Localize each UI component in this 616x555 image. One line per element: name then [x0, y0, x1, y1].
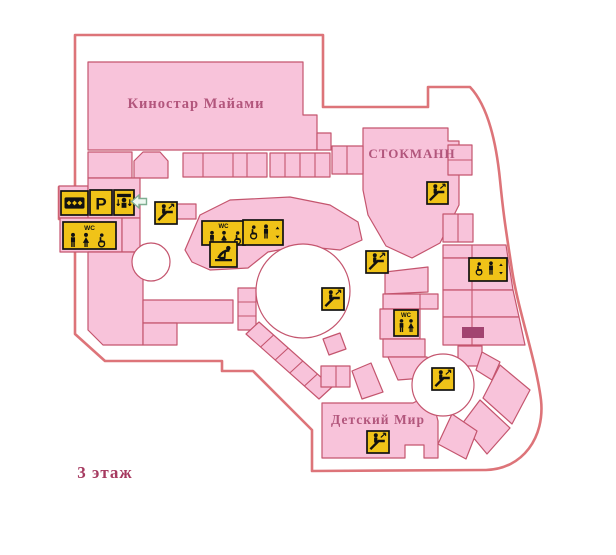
parking-icon: P	[89, 189, 113, 216]
escalator-icon	[426, 181, 449, 205]
escalator-icon	[321, 287, 345, 311]
accessible-elevator-icon	[468, 257, 508, 282]
service-room	[121, 217, 141, 253]
entrance-arrow-icon	[130, 193, 148, 210]
shop-unit	[87, 151, 133, 179]
shop-unit	[382, 338, 426, 358]
cinema-label: Киностар Майами	[128, 96, 265, 112]
shop-unit	[322, 332, 347, 356]
cash-desks-icon	[60, 190, 89, 216]
shop-unit	[316, 132, 332, 151]
wc-icon: WC	[201, 220, 246, 246]
shop-unit	[384, 266, 429, 295]
cinema-area	[87, 61, 318, 151]
map-icons: P WC	[60, 181, 508, 454]
stockmann-label: СТОКМАНН	[368, 146, 455, 161]
wc-icon: WC	[393, 309, 419, 337]
wc-label: WC	[84, 225, 95, 232]
shop-wedge	[437, 413, 478, 460]
parking-label: P	[95, 195, 106, 214]
elevator-icon	[113, 189, 135, 216]
wc-label: WC	[401, 313, 412, 319]
accessible-elevator-icon	[242, 219, 284, 246]
shop-unit	[351, 362, 384, 400]
escalator-icon	[154, 201, 178, 225]
escalator-icon	[431, 367, 455, 391]
escalator-icon	[366, 430, 390, 454]
shop-wedge	[461, 399, 511, 455]
atrium-circle	[255, 243, 351, 339]
mall-outer-boundary	[57, 33, 543, 473]
shop-unit	[175, 203, 197, 220]
wc-icon: WC	[62, 221, 117, 250]
shop-unit	[442, 289, 520, 318]
shop-unit	[142, 322, 178, 346]
small-atrium-circle	[131, 242, 171, 282]
shop-wedge	[482, 364, 531, 425]
baby-changing-icon	[209, 241, 238, 268]
wc-label: WC	[219, 224, 230, 230]
stockmann-area	[362, 127, 460, 259]
shop-stack	[237, 287, 257, 331]
shop-unit	[87, 251, 144, 346]
shop-unit	[142, 299, 234, 324]
detsky-mir-label: Детский Мир	[331, 412, 425, 427]
floor-label: 3 этаж	[77, 463, 132, 482]
shop-unit	[442, 244, 509, 259]
shop-unit	[133, 151, 169, 179]
escalator-icon	[365, 250, 389, 274]
shop-unit	[382, 293, 439, 310]
shop-row	[182, 152, 268, 178]
highlighted-unit	[462, 327, 484, 338]
